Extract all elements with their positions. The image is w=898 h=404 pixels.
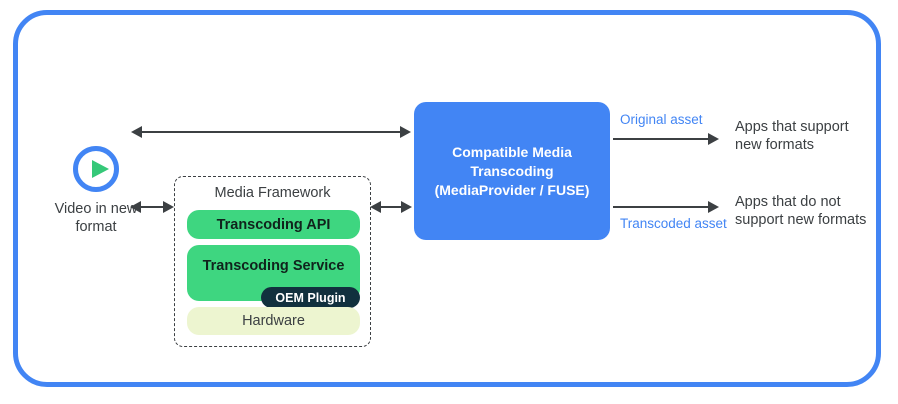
media-framework-title: Media Framework [214,185,331,201]
arrow-head-left-icon [130,201,141,213]
cmt-line-3: (MediaProvider / FUSE) [434,181,590,198]
arrow-head-right-icon [708,201,719,213]
connector-media-framework-to-transcoding-box [378,206,406,208]
outer-frame-border [13,10,881,387]
connector-video-to-transcoding-box [142,131,408,133]
layer-transcoding-api: Transcoding API [187,210,360,239]
video-source-group: Video in new format [50,146,142,236]
video-source-caption: Video in new format [54,201,138,235]
arrow-head-left-icon [131,126,142,138]
label-apps-that-support-new-formats: Apps that support new formats [735,119,849,153]
play-circle-icon [73,146,119,192]
cmt-line-1: Compatible Media [452,143,572,160]
cmt-box-text: Compatible Media Transcoding (MediaProvi… [435,143,590,200]
connector-to-apps-no-support [613,206,713,208]
arrow-head-right-icon [400,126,411,138]
arrow-head-right-icon [401,201,412,213]
layer-hardware: Hardware [187,307,360,335]
label-transcoded-asset: Transcoded asset [620,216,727,231]
arrow-head-left-icon [370,201,381,213]
cmt-line-2: Transcoding [470,162,554,179]
play-triangle-icon [92,160,109,178]
media-framework-container: Media Framework Transcoding API Transcod… [174,176,371,347]
label-original-asset: Original asset [620,112,703,127]
compatible-media-transcoding-box: Compatible Media Transcoding (MediaProvi… [414,102,610,240]
oem-plugin-badge: OEM Plugin [261,287,360,308]
connector-to-apps-support [613,138,713,140]
arrow-head-right-icon [708,133,719,145]
label-apps-that-do-not-support-new-formats: Apps that do not support new formats [735,194,867,228]
arrow-head-right-icon [163,201,174,213]
connector-video-to-media-framework [139,206,167,208]
